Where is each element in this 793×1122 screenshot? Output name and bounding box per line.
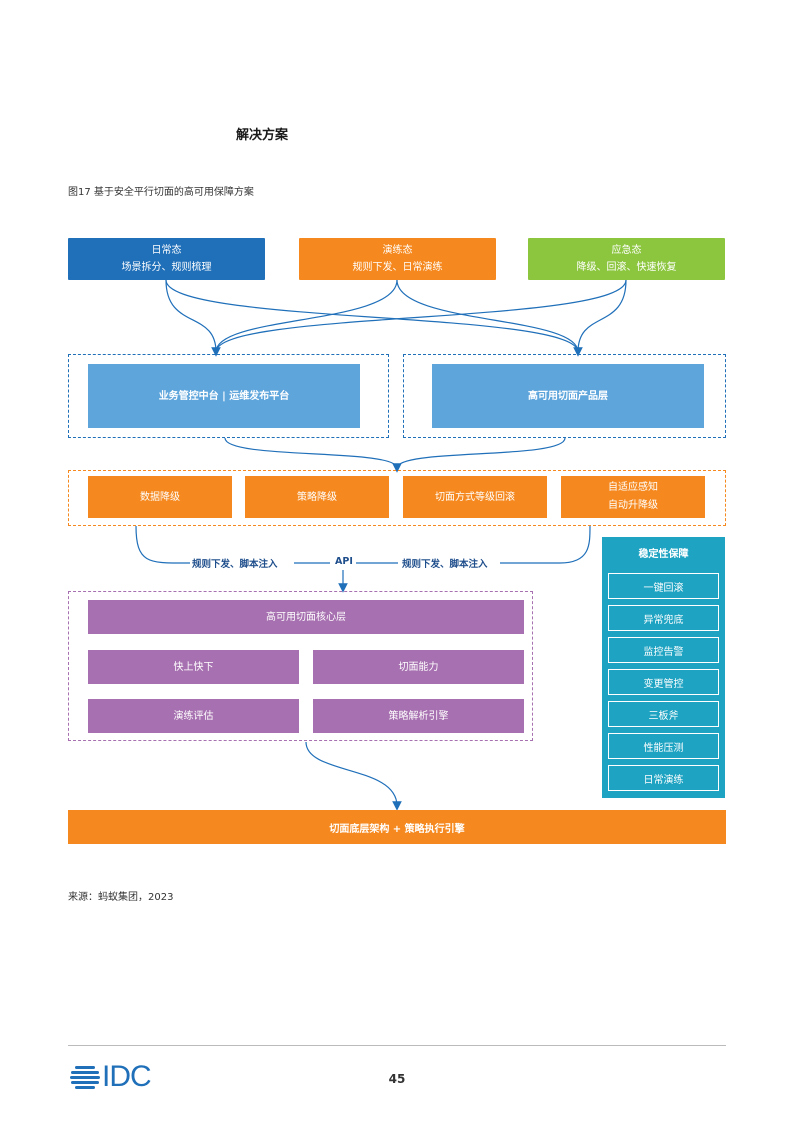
stability-item: 变更管控 [608,669,719,695]
stability-item: 一键回滚 [608,573,719,599]
business-ops-platform-label: 业务管控中台 | 运维发布平台 [158,390,290,402]
api-label: API [333,556,355,567]
adaptive-degrade-box: 自适应感知 自动升降级 [561,476,705,518]
drill-state-desc: 规则下发、日常演练 [352,262,443,273]
drill-evaluation-box: 演练评估 [88,699,299,733]
stability-item: 日常演练 [608,765,719,791]
strategy-engine-label: 策略解析引擎 [388,710,449,722]
business-ops-platform-box: 业务管控中台 | 运维发布平台 [88,364,360,428]
footer-divider [68,1045,726,1046]
base-architecture-bar: 切面底层架构 + 策略执行引擎 [68,810,726,844]
strategy-degrade-label: 策略降级 [297,491,337,503]
idc-logo: IDC [68,1060,168,1094]
core-title-box: 高可用切面核心层 [88,600,524,634]
strategy-engine-box: 策略解析引擎 [313,699,524,733]
emergency-state-title: 应急态 [611,245,642,256]
emergency-state-box: 应急态 降级、回滚、快速恢复 [528,238,725,280]
stability-item: 三板斧 [608,701,719,727]
emergency-state-desc: 降级、回滚、快速恢复 [576,262,677,273]
stability-item: 监控告警 [608,637,719,663]
core-layer-frame [68,591,533,741]
daily-state-desc: 场景拆分、规则梳理 [121,262,212,273]
core-title-label: 高可用切面核心层 [266,611,346,623]
source-note: 来源：蚂蚁集团，2023 [68,892,174,903]
drill-state-box: 演练态 规则下发、日常演练 [299,238,496,280]
aspect-rollback-box: 切面方式等级回滚 [403,476,547,518]
idc-logo-text: IDC [102,1060,152,1093]
ha-aspect-product-label: 高可用切面产品层 [528,390,608,402]
adaptive-line2: 自动升降级 [608,500,658,511]
platform-right-frame [403,354,726,438]
drill-state-title: 演练态 [382,245,413,256]
stability-title: 稳定性保障 [638,549,689,560]
daily-state-box: 日常态 场景拆分、规则梳理 [68,238,265,280]
drill-evaluation-label: 演练评估 [173,710,214,722]
fast-up-down-box: 快上快下 [88,650,299,684]
right-flow-label: 规则下发、脚本注入 [400,556,490,570]
aspect-capability-box: 切面能力 [313,650,524,684]
fast-up-down-label: 快上快下 [173,661,214,673]
stability-item: 性能压测 [608,733,719,759]
aspect-rollback-label: 切面方式等级回滚 [435,491,515,503]
strategy-degrade-box: 策略降级 [245,476,389,518]
base-architecture-label: 切面底层架构 + 策略执行引擎 [329,823,465,835]
left-flow-label: 规则下发、脚本注入 [190,556,280,570]
daily-state-title: 日常态 [151,245,182,256]
ha-aspect-product-box: 高可用切面产品层 [432,364,704,428]
platform-left-frame [68,354,389,438]
aspect-capability-label: 切面能力 [398,661,439,673]
stability-item: 异常兜底 [608,605,719,631]
figure-caption: 图17 基于安全平行切面的高可用保障方案 [68,187,254,198]
data-degrade-label: 数据降级 [140,491,180,503]
section-title: 解决方案 [236,128,289,143]
page-number: 45 [388,1072,406,1086]
idc-logo-mark-icon [70,1066,100,1089]
data-degrade-box: 数据降级 [88,476,232,518]
degrade-layer-frame [68,470,726,526]
adaptive-line1: 自适应感知 [608,482,658,493]
